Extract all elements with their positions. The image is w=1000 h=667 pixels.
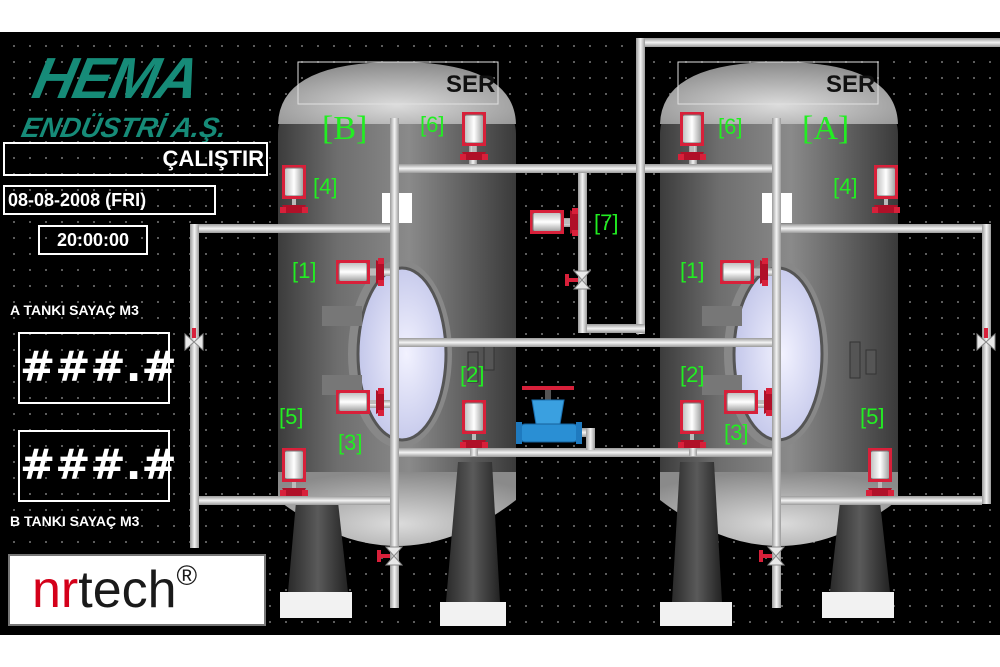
nrtech-logo: nrtech® [8, 554, 266, 626]
tank-supports [280, 462, 894, 626]
tag-a6: [6] [718, 114, 743, 139]
valve-a5[interactable] [865, 447, 895, 497]
time-display: 20:00:00 [38, 225, 148, 255]
valve-a2[interactable] [677, 399, 707, 449]
ser-frame-a [677, 61, 879, 105]
tag-a1: [1] [680, 258, 705, 283]
hema-logo-word: HEMA [27, 46, 204, 111]
counter-a-label: A TANKI SAYAÇ M3 [10, 302, 139, 318]
hema-logo: HEMA ENDÜSTRİ A.Ş. [18, 46, 268, 150]
tag-a5: [5] [860, 404, 885, 429]
pump-icon[interactable] [516, 386, 582, 444]
valve-a1[interactable] [719, 257, 769, 287]
piping [190, 38, 1000, 608]
tag-b2: [2] [460, 362, 485, 387]
valve-7[interactable] [529, 207, 579, 237]
tag-a4: [4] [833, 174, 858, 199]
valve-a4[interactable] [871, 164, 901, 214]
process-diagram [184, 38, 1000, 626]
valve-a6[interactable] [677, 111, 707, 161]
valve-b4[interactable] [279, 164, 309, 214]
counter-b-label: B TANKI SAYAÇ M3 [10, 513, 140, 529]
valve-b2[interactable] [459, 399, 489, 449]
tag-b1: [1] [292, 258, 317, 283]
hema-logo-subtitle: ENDÜSTRİ A.Ş. [18, 112, 230, 143]
valve-a3[interactable] [723, 387, 773, 417]
tank-a-ser-label: SER [826, 71, 876, 98]
tag-a2: [2] [680, 362, 705, 387]
tank-b-ser-label: SER [446, 71, 496, 98]
tag-a3: [3] [724, 420, 749, 445]
date-display: 08-08-2008 (FRI) [3, 185, 216, 215]
tag-v7: [7] [594, 210, 619, 235]
tag-b6: [6] [420, 112, 445, 137]
counter-b-value: ###.# [18, 430, 177, 502]
nrtech-logo-tech: tech [78, 561, 177, 619]
tag-b4: [4] [313, 174, 338, 199]
tag-b5: [5] [279, 404, 304, 429]
valve-b5[interactable] [279, 447, 309, 497]
tag-b3: [3] [338, 430, 363, 455]
valve-b1[interactable] [335, 257, 385, 287]
valve-b3[interactable] [335, 387, 385, 417]
nrtech-logo-nr: nr [32, 561, 79, 619]
hmi-screen: HEMA ENDÜSTRİ A.Ş. ÇALIŞTIR 08-08-2008 (… [0, 32, 1000, 635]
run-status-button[interactable]: ÇALIŞTIR [3, 142, 268, 176]
valve-b6[interactable] [459, 111, 489, 161]
tank-a-label: [A] [802, 110, 850, 147]
nrtech-logo-reg: ® [176, 560, 198, 591]
ser-frame-b [297, 61, 499, 105]
counter-a-value: ###.# [18, 332, 177, 404]
tank-b-label: [B] [322, 110, 368, 147]
